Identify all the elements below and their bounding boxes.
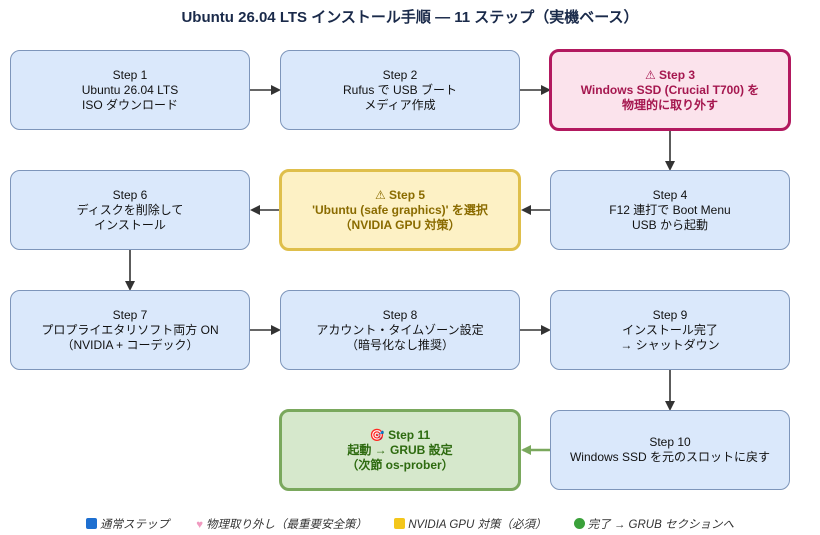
step-7-line-2: （NVIDIA + コーデック） bbox=[61, 337, 199, 352]
diagram-title: Ubuntu 26.04 LTS インストール手順 — 11 ステップ（実機ベー… bbox=[181, 9, 639, 26]
step-11-line-1: 起動 → GRUB 設定 bbox=[347, 442, 453, 457]
step-10-box: Step 10 Windows SSD を元のスロットに戻す bbox=[550, 410, 790, 490]
legend-text-done: 完了 → GRUB セクションへ bbox=[587, 519, 734, 531]
step-3-label: ⚠ Step 3 bbox=[644, 67, 696, 82]
step-8-line-1: アカウント・タイムゾーン設定 bbox=[316, 322, 484, 337]
step-11-box: 🎯 Step 11 起動 → GRUB 設定 （次節 os-prober） bbox=[279, 409, 521, 491]
step-4-box: Step 4 F12 連打で Boot Menu USB から起動 bbox=[550, 170, 790, 250]
step-3-box: ⚠ Step 3 Windows SSD (Crucial T700) を 物理… bbox=[549, 49, 791, 131]
step-11-label: 🎯 Step 11 bbox=[369, 427, 431, 442]
pink-heart-icon: ♥ bbox=[196, 519, 204, 531]
step-2-label: Step 2 bbox=[382, 67, 418, 82]
step-6-label: Step 6 bbox=[112, 187, 148, 202]
step-8-label: Step 8 bbox=[382, 307, 418, 322]
step-10-line-1: Windows SSD を元のスロットに戻す bbox=[569, 450, 771, 464]
step-5-label: ⚠ Step 5 bbox=[374, 187, 426, 202]
legend-item-normal: 通常ステップ bbox=[86, 518, 169, 531]
step-9-box: Step 9 インストール完了 → シャットダウン bbox=[550, 290, 790, 370]
step-8-box: Step 8 アカウント・タイムゾーン設定 （暗号化なし推奨） bbox=[280, 290, 520, 370]
step-7-label: Step 7 bbox=[112, 307, 148, 322]
step-1-line-1: Ubuntu 26.04 LTS bbox=[81, 82, 179, 97]
legend-text-removal: 物理取り外し（最重要安全策） bbox=[206, 519, 368, 531]
step-9-line-1: インストール完了 bbox=[622, 322, 718, 337]
step-2-line-1: Rufus で USB ブート bbox=[342, 82, 458, 97]
step-9-line-2: → シャットダウン bbox=[620, 337, 720, 352]
yellow-square-icon bbox=[394, 518, 406, 529]
step-1-line-2: ISO ダウンロード bbox=[81, 97, 178, 112]
legend-text-normal: 通常ステップ bbox=[100, 519, 169, 531]
step-4-line-1: F12 連打で Boot Menu bbox=[609, 202, 731, 217]
step-2-line-2: メディア作成 bbox=[364, 97, 436, 112]
legend-item-done: 完了 → GRUB セクションへ bbox=[573, 518, 734, 531]
step-1-box: Step 1 Ubuntu 26.04 LTS ISO ダウンロード bbox=[10, 50, 250, 130]
step-11-line-2: （次節 os-prober） bbox=[346, 457, 454, 472]
step-2-box: Step 2 Rufus で USB ブート メディア作成 bbox=[280, 50, 520, 130]
step-7-line-1: プロプライエタリソフト両方 ON bbox=[41, 322, 219, 337]
step-8-line-2: （暗号化なし推奨） bbox=[345, 337, 454, 352]
step-4-line-2: USB から起動 bbox=[631, 217, 708, 232]
step-3-line-1: Windows SSD (Crucial T700) を bbox=[580, 82, 760, 97]
step-5-line-1: 'Ubuntu (safe graphics)' を選択 bbox=[312, 202, 488, 217]
step-5-box: ⚠ Step 5 'Ubuntu (safe graphics)' を選択 （N… bbox=[279, 169, 521, 251]
step-6-line-1: ディスクを削除して bbox=[76, 202, 184, 217]
step-1-label: Step 1 bbox=[112, 67, 148, 82]
legend: 通常ステップ ♥物理取り外し（最重要安全策） NVIDIA GPU 対策（必須）… bbox=[0, 516, 820, 532]
step-4-label: Step 4 bbox=[652, 187, 688, 202]
legend-item-gpu: NVIDIA GPU 対策（必須） bbox=[394, 518, 547, 531]
step-5-line-2: （NVIDIA GPU 対策） bbox=[339, 217, 461, 232]
step-7-box: Step 7 プロプライエタリソフト両方 ON （NVIDIA + コーデック） bbox=[10, 290, 250, 370]
step-9-label: Step 9 bbox=[652, 307, 688, 322]
step-10-label: Step 10 bbox=[649, 435, 691, 449]
legend-item-removal: ♥物理取り外し（最重要安全策） bbox=[196, 519, 367, 531]
legend-text-gpu: NVIDIA GPU 対策（必須） bbox=[408, 519, 547, 531]
green-circle-icon bbox=[573, 518, 585, 529]
step-6-line-2: インストール bbox=[94, 217, 166, 232]
blue-square-icon bbox=[86, 518, 97, 529]
step-6-box: Step 6 ディスクを削除して インストール bbox=[10, 170, 250, 250]
step-3-line-2: 物理的に取り外す bbox=[621, 97, 718, 112]
